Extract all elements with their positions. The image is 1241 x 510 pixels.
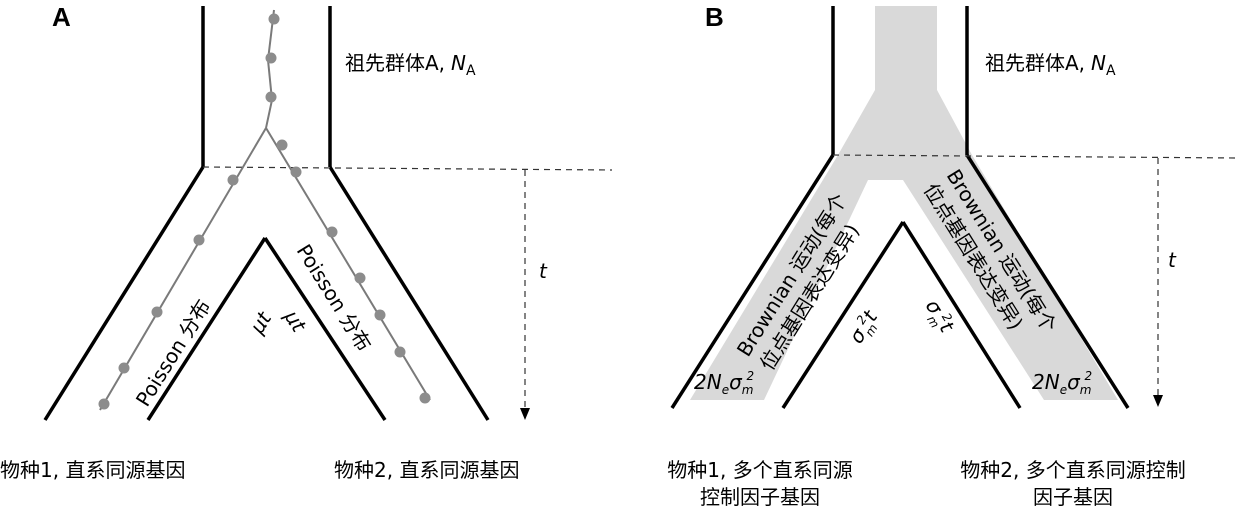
mutation-dot bbox=[265, 52, 277, 64]
e-sub: e bbox=[1060, 383, 1067, 397]
mutation-dot bbox=[151, 306, 163, 318]
panel-a-species2-label: 物种2, 直系同源基因 bbox=[334, 458, 519, 482]
sq-sup: 2 bbox=[746, 369, 754, 383]
panel-a-left-process-label: Poisson 分布 bbox=[131, 295, 216, 411]
panel-a-left-lineage bbox=[99, 127, 267, 411]
panel-a-divergence-line bbox=[202, 166, 613, 171]
panel-b-species2-line1: 物种2, 多个直系同源控制 bbox=[960, 458, 1185, 482]
panel-b-ancestor-sub: A bbox=[1106, 63, 1116, 79]
e-sub: e bbox=[722, 383, 729, 397]
mutation-dot bbox=[265, 91, 277, 103]
panel-a-ancestor-symbol: N bbox=[451, 51, 466, 75]
mutation-dot bbox=[276, 139, 288, 151]
panel-b-time-label: t bbox=[1168, 248, 1177, 272]
panel-a-species1-label: 物种1, 直系同源基因 bbox=[0, 458, 185, 482]
panel-b-label: B bbox=[705, 2, 724, 32]
mutation-dot bbox=[227, 174, 239, 186]
panel-b-divergence-line bbox=[832, 154, 1239, 159]
panel-b-ancestor-text: 祖先群体A, bbox=[985, 51, 1085, 75]
sigma-symbol: σ bbox=[729, 370, 743, 394]
mutation-dot bbox=[419, 392, 431, 404]
mutation-dot bbox=[290, 166, 302, 178]
panel-b-time-arrowhead bbox=[1153, 395, 1163, 407]
panel-a-ancestor-text: 祖先群体A, bbox=[345, 51, 445, 75]
m-sub: m bbox=[742, 383, 754, 397]
panel-b-left-inner-wall bbox=[781, 221, 905, 409]
panel-a-right-inner-wall bbox=[263, 237, 387, 421]
panel-a-left-inner-wall bbox=[146, 237, 267, 421]
panel-b-ancestor-label: 祖先群体A,NA bbox=[985, 51, 1116, 79]
panel-a-left-rate: μt bbox=[244, 307, 276, 339]
mutation-dot bbox=[326, 226, 338, 238]
mutation-dot bbox=[118, 362, 130, 374]
panel-b-species1-line1: 物种1, 多个直系同源 bbox=[667, 458, 852, 482]
mutation-dot bbox=[374, 309, 386, 321]
panel-b-left-outer-wall bbox=[670, 154, 835, 409]
mutation-dot bbox=[394, 346, 406, 358]
panel-a-ancestral-lineage bbox=[265, 9, 275, 129]
two-n-symbol: 2N bbox=[1032, 370, 1060, 394]
panel-a-right-outer-wall bbox=[328, 166, 490, 421]
panel-b-right-variance: 2Neσm2 bbox=[1032, 369, 1092, 397]
panel-b-species2-line2: 因子基因 bbox=[1033, 485, 1113, 509]
mutation-dot bbox=[98, 398, 110, 410]
mutation-dot bbox=[193, 234, 205, 246]
mutation-dot bbox=[354, 272, 366, 284]
panel-a-time-arrowhead bbox=[520, 408, 530, 420]
two-n-symbol: 2N bbox=[694, 370, 722, 394]
panel-a-time-label: t bbox=[539, 259, 548, 283]
sigma-symbol: σ bbox=[1067, 370, 1081, 394]
panel-b-brownian-band bbox=[690, 6, 1118, 400]
panel-a-label: A bbox=[52, 2, 71, 32]
panel-a-ancestor-sub: A bbox=[466, 63, 476, 79]
sq-sup: 2 bbox=[1084, 369, 1092, 383]
panel-b-ancestor-symbol: N bbox=[1091, 51, 1106, 75]
panel-b-left-inner-label: σm2t bbox=[844, 305, 886, 350]
panel-a-left-outer-wall bbox=[43, 166, 205, 421]
panel-a-ancestor-label: 祖先群体A,NA bbox=[345, 51, 476, 79]
panel-b-right-inner-wall bbox=[901, 221, 1022, 409]
mutation-dot bbox=[268, 13, 280, 25]
panel-b-species1-line2: 控制因子基因 bbox=[700, 485, 820, 509]
panel-b-right-outer-wall bbox=[965, 154, 1130, 409]
panel-a-right-rate: μt bbox=[279, 305, 311, 337]
panel-b-left-variance: 2Neσm2 bbox=[694, 369, 754, 397]
m-sub: m bbox=[1080, 383, 1092, 397]
